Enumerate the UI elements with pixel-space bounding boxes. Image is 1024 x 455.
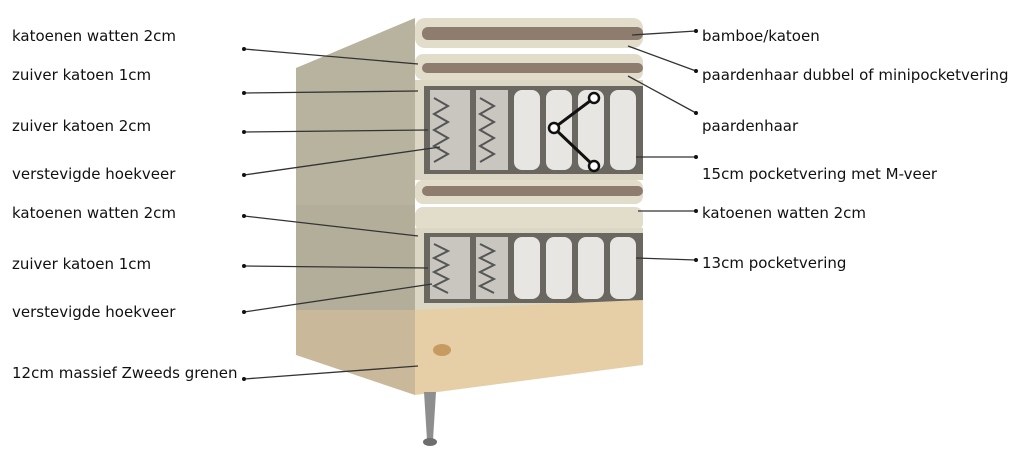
label-left-cotton-wadding-bottom: katoenen watten 2cm xyxy=(12,204,177,222)
label-left-pure-cotton-1cm-top: zuiver katoen 1cm xyxy=(12,66,152,84)
side-face-wood-base xyxy=(296,310,415,395)
label-right-horsehair-double: paardenhaar dubbel of minipocketvering xyxy=(702,66,1009,84)
label-left-solid-pine-base: 12cm massief Zweeds grenen xyxy=(12,364,238,382)
label-right-15cm-pocket-spring: 15cm pocketvering met M-veer xyxy=(702,165,938,183)
layer-bamboo-fill xyxy=(422,27,643,40)
m-spring-symbol xyxy=(547,91,601,173)
label-left-pure-cotton-1cm-bottom: zuiver katoen 1cm xyxy=(12,255,152,273)
side-face-top-mattress xyxy=(296,18,415,205)
label-right-horsehair: paardenhaar xyxy=(702,117,799,135)
wood-knot xyxy=(433,344,451,356)
layer-horsehair-fill xyxy=(422,63,643,73)
metal-leg-foot xyxy=(423,438,437,446)
bottom-pocket-cylinders xyxy=(514,237,636,299)
label-right-13cm-pocket-spring: 13cm pocketvering xyxy=(702,254,847,272)
leader-dots xyxy=(242,29,698,381)
label-left-reinforced-corner-spring-top: verstevigde hoekveer xyxy=(12,165,176,183)
label-right-bamboo-cotton: bamboe/katoen xyxy=(702,27,820,45)
metal-leg xyxy=(424,392,436,440)
leader-lines xyxy=(243,30,697,380)
label-left-cotton-wadding-top: katoenen watten 2cm xyxy=(12,27,177,45)
bottom-cotton-wadding xyxy=(415,207,643,231)
label-right-cotton-wadding: katoenen watten 2cm xyxy=(702,204,867,222)
layer-horsehair-fill-lower xyxy=(422,186,643,196)
label-left-pure-cotton-2cm: zuiver katoen 2cm xyxy=(12,117,152,135)
wood-base-front xyxy=(415,300,643,395)
side-face-bottom-mattress xyxy=(296,205,415,310)
label-left-reinforced-corner-spring-bottom: verstevigde hoekveer xyxy=(12,303,176,321)
bottom-corner-springs xyxy=(430,237,508,299)
top-corner-springs xyxy=(430,90,508,170)
